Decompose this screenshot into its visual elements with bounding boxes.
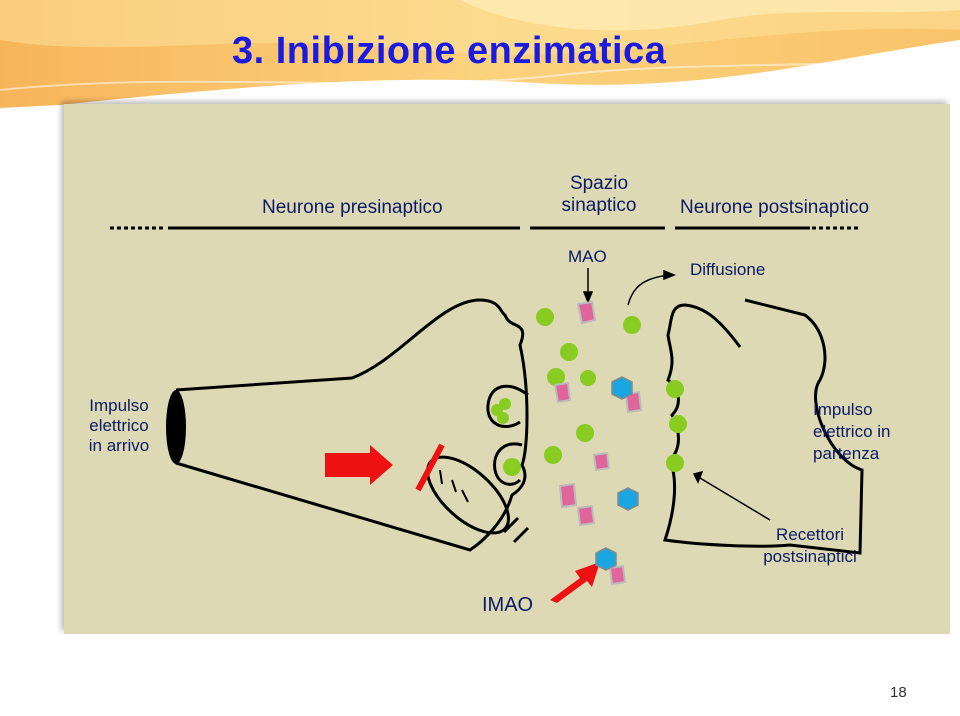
label-impulse-out-line3: partenza (813, 444, 880, 463)
label-impulse-in: Impulso elettrico in arrivo (72, 396, 166, 456)
slide-title: 3. Inibizione enzimatica (232, 30, 667, 72)
mao-enzymes (553, 300, 643, 586)
label-receptors-line2: postsinaptici (763, 547, 857, 566)
imao-molecules (595, 376, 639, 571)
label-impulse-out: Impulso elettrico in partenza (813, 399, 890, 465)
label-impulse-in-line3: in arrivo (88, 436, 150, 455)
label-receptors-line1: Recettori (775, 525, 845, 544)
label-synaptic-space-line2: sinaptico (561, 195, 637, 216)
label-impulse-in-line1: Impulso (89, 396, 149, 415)
label-synaptic-space: Spazio sinaptico (552, 173, 646, 217)
label-receptors: Recettori postsinaptici (748, 524, 872, 568)
imao-block-bar (415, 443, 445, 492)
label-mao: MAO (568, 247, 607, 266)
impulse-arrow (325, 445, 393, 485)
label-imao: IMAO (482, 594, 534, 616)
label-synaptic-space-line1: Spazio (569, 173, 629, 194)
label-impulse-out-line2: elettrico in (813, 422, 891, 441)
label-impulse-out-line1: Impulso (813, 400, 873, 419)
label-postsynaptic: Neurone postsinaptico (680, 197, 870, 218)
title-banner (0, 0, 960, 108)
vesicle-lower (493, 442, 523, 486)
label-diffusion: Diffusione (690, 260, 766, 279)
axon-terminal-cap (166, 390, 186, 464)
label-impulse-in-line2: elettrico (89, 416, 149, 435)
pointer-arrows (582, 268, 771, 521)
imao-arrow (550, 562, 600, 603)
vesicle-upper (486, 384, 529, 428)
presynaptic-neuron (175, 298, 529, 552)
label-presynaptic: Neurone presinaptico (262, 197, 443, 218)
neurotransmitters (491, 308, 687, 476)
page-number: 18 (890, 684, 907, 701)
